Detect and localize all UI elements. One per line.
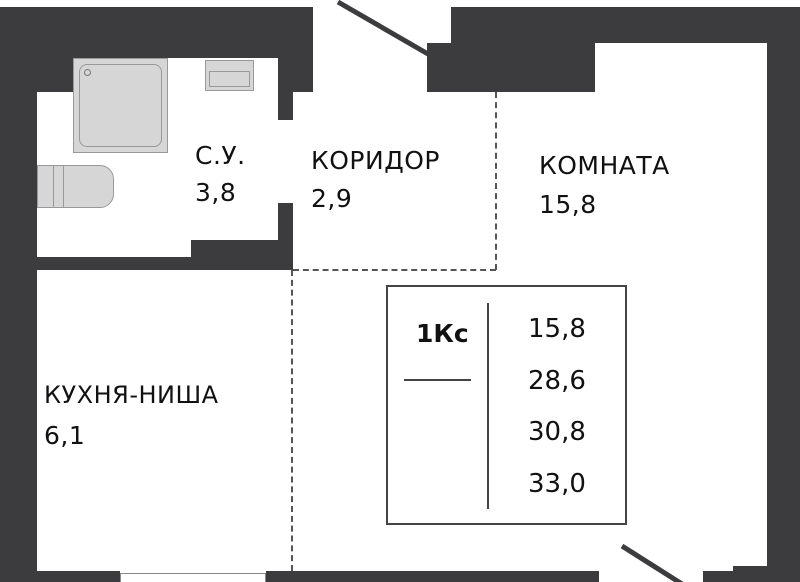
kitchen-area: 6,1 [44, 421, 86, 450]
corridor-area: 2,9 [311, 184, 353, 213]
total-area-with-balcony: 33,0 [528, 469, 586, 499]
window [120, 573, 266, 582]
wall-left [0, 58, 37, 582]
apartment-summary-box: 1Кс 15,8 28,6 30,8 33,0 [386, 285, 627, 525]
shower-tray-icon [73, 58, 168, 153]
corridor-border-right [495, 92, 497, 270]
total-area-without-balcony: 28,6 [528, 366, 586, 396]
toilet-icon [37, 165, 114, 208]
sink-icon [205, 60, 254, 91]
apartment-type: 1Кс [416, 319, 469, 348]
wall-top-right [451, 7, 800, 43]
balcony-door [620, 543, 684, 582]
wall-top-right-block [427, 43, 595, 92]
wall-bottom-right [703, 571, 800, 582]
kitchen-name: КУХНЯ-НИША [44, 381, 219, 409]
corridor-border-bottom [293, 269, 496, 271]
bathroom-name: С.У. [195, 141, 246, 170]
type-underline [404, 379, 471, 381]
wall-bottom-left [0, 571, 120, 582]
room-name: КОМНАТА [539, 151, 670, 180]
bathroom-area: 3,8 [195, 178, 237, 207]
wall-bath-bottom [37, 257, 293, 270]
room-area: 15,8 [539, 190, 597, 219]
corridor-name: КОРИДОР [311, 146, 440, 175]
wall-bottom-mid [266, 571, 599, 582]
kitchen-border [291, 270, 293, 571]
wall-top-left-pier [278, 58, 313, 92]
wall-right [767, 7, 800, 582]
wall-top-left [0, 7, 313, 58]
summary-divider [487, 303, 489, 509]
wall-bath-stub-top [278, 92, 293, 120]
total-area: 30,8 [528, 417, 586, 447]
living-area: 15,8 [528, 314, 586, 344]
entrance-door [336, 0, 430, 57]
